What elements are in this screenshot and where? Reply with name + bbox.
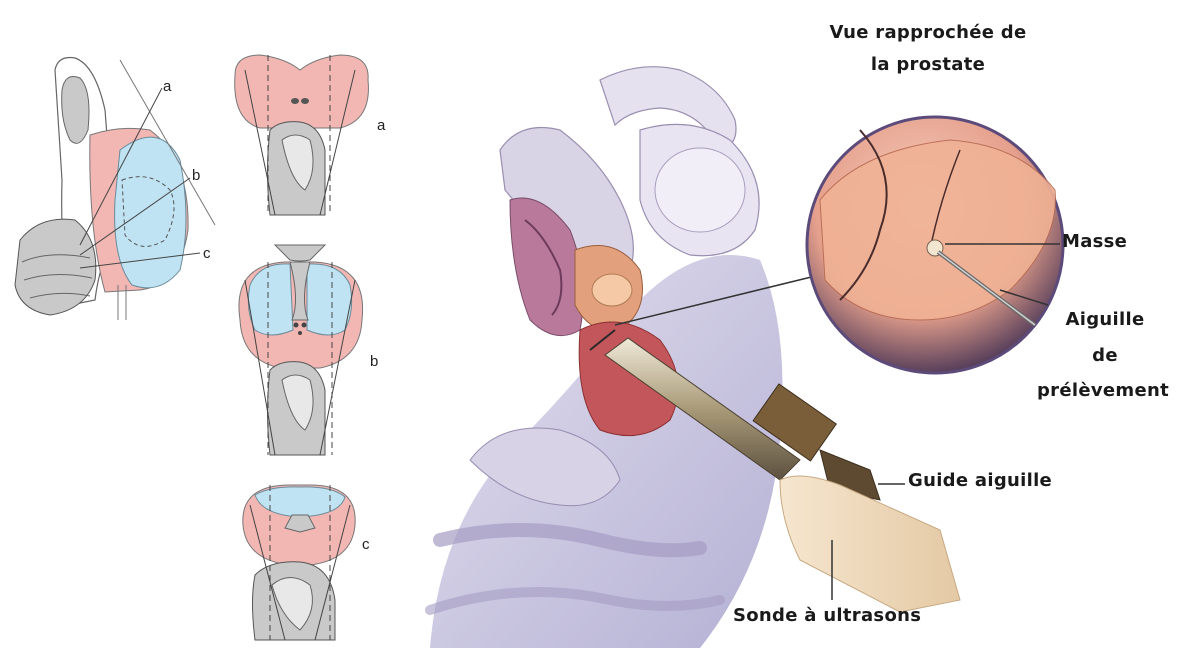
masse-label: Masse xyxy=(1062,231,1127,252)
aiguille-label-line1: Aiguille xyxy=(1040,309,1170,330)
aiguille-label-line2: de xyxy=(1040,345,1170,366)
inset-title-line2: la prostate xyxy=(808,54,1048,75)
label-section-b: b xyxy=(370,353,378,370)
aiguille-label-line3: prélèvement xyxy=(1022,380,1184,401)
sonde-label: Sonde à ultrasons xyxy=(733,605,921,626)
label-c-sagittal: c xyxy=(203,245,211,262)
section-c-drawing xyxy=(243,485,355,640)
pelvic-anatomy-illustration xyxy=(430,67,783,648)
inset-title-line1: Vue rapprochée de xyxy=(808,22,1048,43)
label-a-sagittal: a xyxy=(163,78,171,95)
label-section-a: a xyxy=(377,117,385,134)
sagittal-sketch xyxy=(15,58,215,321)
section-a-drawing xyxy=(235,55,369,215)
label-b-sagittal: b xyxy=(192,167,200,184)
section-b-drawing xyxy=(239,245,363,455)
label-section-c: c xyxy=(362,536,370,553)
guide-aiguille-label: Guide aiguille xyxy=(908,470,1052,491)
prostate-closeup-inset xyxy=(807,117,1063,373)
